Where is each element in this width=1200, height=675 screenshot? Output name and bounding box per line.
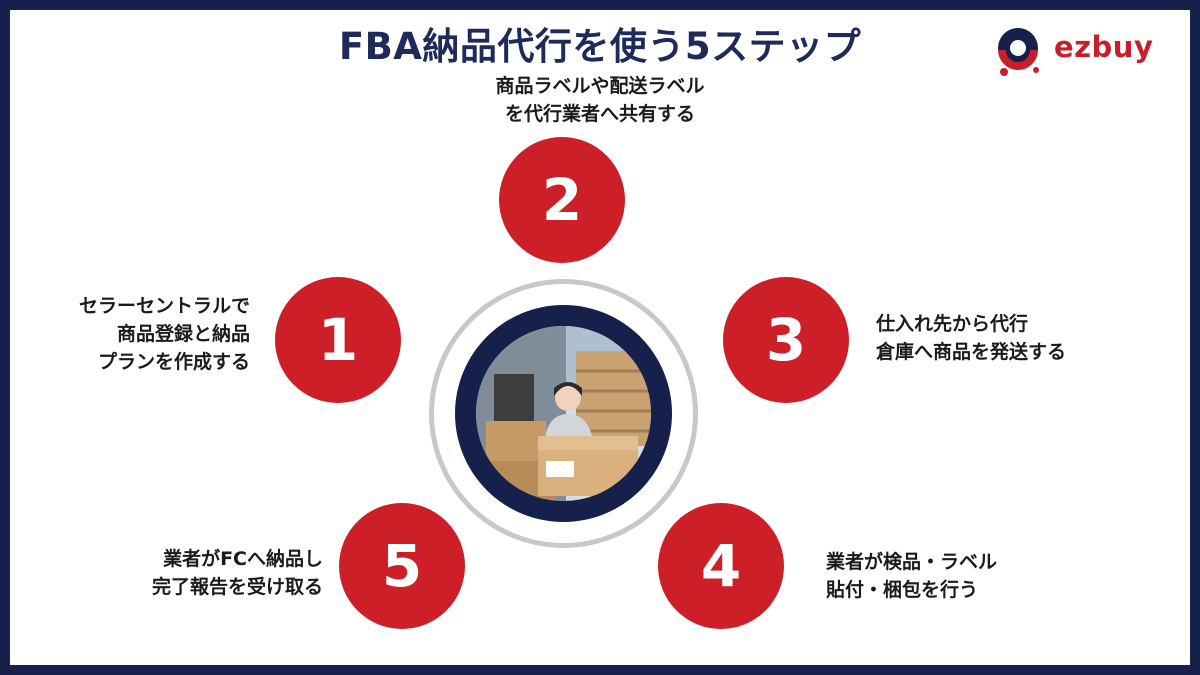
step-3-line1: 仕入れ先から代行 bbox=[876, 313, 1029, 335]
ezbuy-logo-icon bbox=[998, 28, 1039, 76]
step-3-circle: 3 bbox=[723, 277, 849, 403]
step-5-line1: 業者がFCへ納品し bbox=[163, 548, 323, 570]
step-1-label: セラーセントラルで 商品登録と納品 プランを作成する bbox=[79, 292, 250, 376]
step-2-line2: を代行業者へ共有する bbox=[504, 103, 695, 125]
step-2-circle: 2 bbox=[499, 137, 625, 263]
step-5-circle: 5 bbox=[339, 503, 465, 629]
step-3-line2: 倉庫へ商品を発送する bbox=[876, 341, 1067, 363]
step-4-line1: 業者が検品・ラベル bbox=[826, 551, 998, 573]
step-5-line2: 完了報告を受け取る bbox=[151, 576, 323, 598]
step-5-label: 業者がFCへ納品し 完了報告を受け取る bbox=[152, 545, 323, 601]
step-3-label: 仕入れ先から代行 倉庫へ商品を発送する bbox=[876, 310, 1066, 366]
step-4-label: 業者が検品・ラベル 貼付・梱包を行う bbox=[826, 548, 997, 604]
ezbuy-logo: ezbuy bbox=[996, 26, 1166, 82]
page-title: FBA納品代行を使う5ステップ bbox=[338, 25, 862, 68]
step-1-line1: セラーセントラルで bbox=[78, 295, 250, 317]
step-4-circle: 4 bbox=[658, 503, 784, 629]
warehouse-photo-illustration bbox=[476, 326, 651, 501]
ezbuy-logo-text: ezbuy bbox=[1054, 30, 1154, 64]
warehouse-worker-photo bbox=[476, 326, 651, 501]
step-1-line2: 商品登録と納品 bbox=[116, 323, 250, 345]
step-2-label: 商品ラベルや配送ラベル を代行業者へ共有する bbox=[0, 72, 1200, 128]
step-2-line1: 商品ラベルや配送ラベル bbox=[495, 75, 705, 97]
step-1-line3: プランを作成する bbox=[97, 351, 250, 373]
step-4-line2: 貼付・梱包を行う bbox=[826, 579, 979, 601]
step-1-circle: 1 bbox=[275, 277, 401, 403]
center-outer-ring bbox=[429, 279, 698, 548]
